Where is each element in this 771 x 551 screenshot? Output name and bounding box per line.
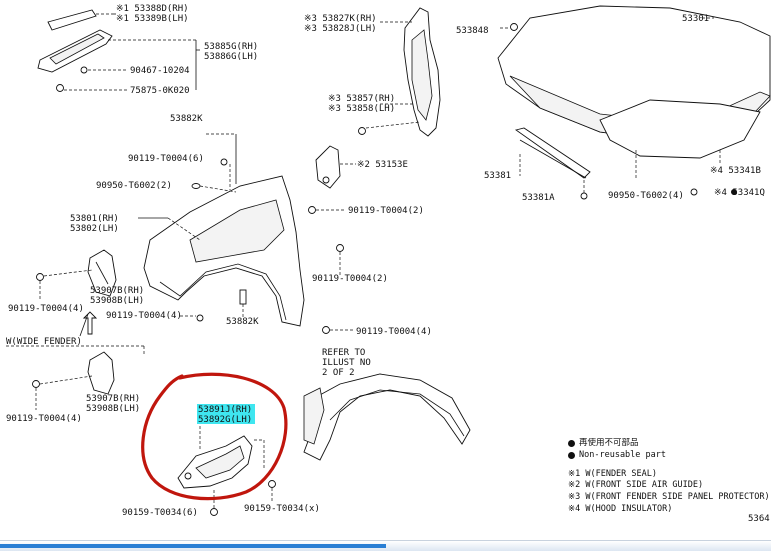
- label-53892g: 53892G(LH): [198, 415, 252, 425]
- label-53301: 53301: [682, 14, 709, 24]
- label-53389b: ※1 53389B(LH): [116, 14, 189, 24]
- front-fender-part: [143, 175, 305, 327]
- label-53341b: ※4 53341B: [710, 166, 761, 176]
- legend-jp: 再使用不可部品: [579, 438, 639, 448]
- legend-note-1: ※1 W(FENDER SEAL): [568, 468, 658, 479]
- label-90159-x: 90159-T0034(x): [244, 504, 320, 514]
- non-reusable-dot-icon: [568, 452, 575, 460]
- label-53857: ※3 53857(RH): [328, 94, 395, 104]
- label-53891j: 53891J(RH): [198, 405, 252, 415]
- label-53858: ※3 53858(LH): [328, 104, 395, 114]
- label-90119-4c: 90119-T0004(4): [356, 327, 432, 337]
- label-53153e: ※2 53153E: [357, 160, 408, 170]
- label-533848: 533848: [456, 26, 489, 36]
- label-53885g: 53885G(RH): [204, 42, 258, 52]
- label-90119-4d: 90119-T0004(4): [6, 414, 82, 424]
- scroll-progress[interactable]: [0, 544, 386, 548]
- fender-seal-part: [37, 9, 113, 92]
- label-2-of-2: 2 OF 2: [322, 368, 355, 378]
- legend-note-2: ※2 W(FRONT SIDE AIR GUIDE): [568, 480, 704, 491]
- label-53828j: ※3 53828J(LH): [304, 24, 377, 34]
- non-reusable-dot-icon: [568, 440, 575, 448]
- label-53802: 53802(LH): [70, 224, 119, 234]
- fender-liner-part: [303, 373, 471, 461]
- label-90119-4a: 90119-T0004(4): [8, 304, 84, 314]
- label-53388d: ※1 53388D(RH): [116, 4, 189, 14]
- label-53907b: 53907B(RH): [90, 286, 144, 296]
- label-90119-4b: 90119-T0004(4): [106, 311, 182, 321]
- hood-part: [497, 5, 771, 159]
- label-53886g: 53886G(LH): [204, 52, 258, 62]
- label-53908b-wide: 53908B(LH): [86, 404, 140, 414]
- label-illust-no: ILLUST NO: [322, 358, 371, 368]
- label-90950-4: 90950-T6002(4): [608, 191, 684, 201]
- air-guide-part: [315, 145, 341, 189]
- label-90119-2b: 90119-T0004(2): [312, 274, 388, 284]
- legend-note-4: ※4 W(HOOD INSULATOR): [568, 503, 673, 514]
- label-53801: 53801(RH): [70, 214, 119, 224]
- label-53908b: 53908B(LH): [90, 296, 144, 306]
- label-53827k: ※3 53827K(RH): [304, 14, 377, 24]
- legend-note-3: ※3 W(FRONT FENDER SIDE PANEL PROTECTOR): [568, 492, 770, 503]
- label-90950-2: 90950-T6002(2): [96, 181, 172, 191]
- label-53381: 53381: [484, 171, 511, 181]
- label-75875-0k020: 75875-0K020: [130, 86, 190, 96]
- label-90119-6: 90119-T0004(6): [128, 154, 204, 164]
- bottom-scroll-bar[interactable]: [0, 540, 771, 551]
- label-53882k-top: 53882K: [170, 114, 203, 124]
- fender-bracket-part: [87, 249, 117, 297]
- mud-guard-part: [177, 435, 253, 489]
- label-53907b-wide: 53907B(RH): [86, 394, 140, 404]
- label-53882k-bottom: 53882K: [226, 317, 259, 327]
- page-reference: 5364: [748, 514, 770, 524]
- label-refer-to: REFER TO: [322, 348, 365, 358]
- legend: 再使用不可部品 Non-reusable part ※1 W(FENDER SE…: [568, 438, 771, 516]
- label-90119-2a: 90119-T0004(2): [348, 206, 424, 216]
- label-90159-6: 90159-T0034(6): [122, 508, 198, 518]
- label-wide-fender: W(WIDE FENDER): [6, 337, 82, 347]
- label-53381a: 53381A: [522, 193, 555, 203]
- legend-non-reusable: Non-reusable part: [579, 449, 666, 460]
- side-panel-protector-part: [403, 7, 441, 137]
- red-circle-annotation: [141, 372, 288, 501]
- label-53341q: ※4 53341Q: [714, 188, 765, 198]
- label-90467-10204: 90467-10204: [130, 66, 190, 76]
- wide-fender-bracket-part: [87, 351, 115, 395]
- hood-seal-part: [514, 127, 591, 179]
